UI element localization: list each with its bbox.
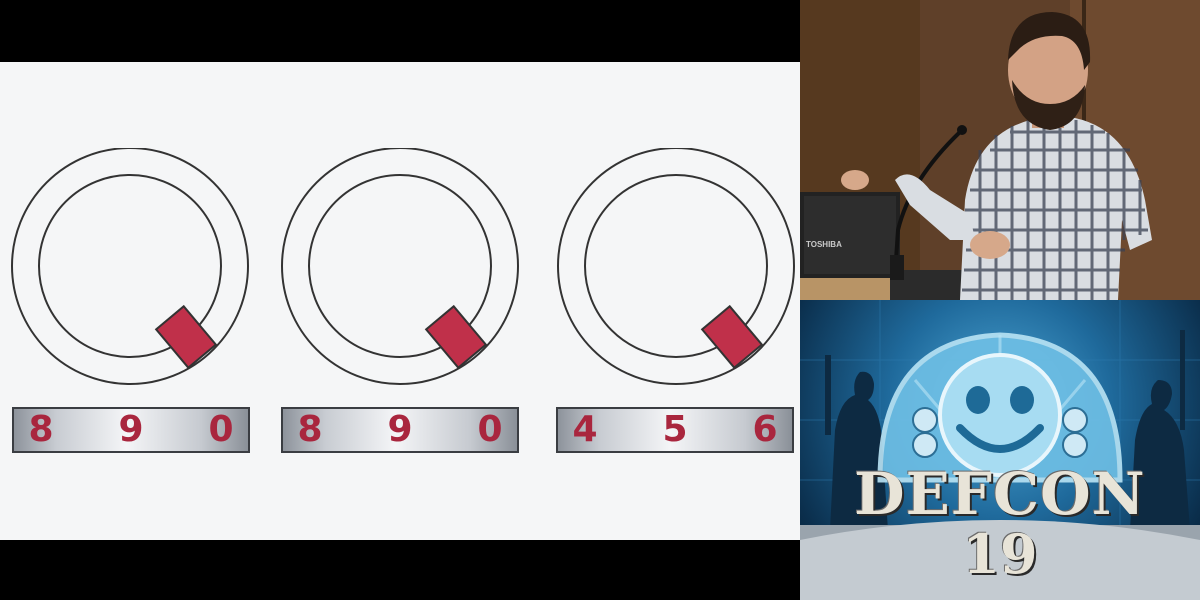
digit: 9 [387,409,413,450]
digit: 0 [477,409,503,450]
defcon-logo-panel: DEFCON 19 [800,300,1200,600]
speaker-video: TOSHIBA [800,0,1200,300]
digit: 4 [572,409,598,450]
speaker-figure [841,12,1152,300]
slide-pane [0,62,800,540]
digit: 8 [28,409,54,450]
speaker-scene: TOSHIBA [800,0,1200,300]
digit: 9 [118,409,144,450]
digit: 6 [752,409,778,450]
dial-ring-icon [11,148,249,385]
silhouette-figures [825,330,1190,530]
digit: 5 [662,409,688,450]
defcon-logo-icon [800,300,1200,600]
logo-word: DEFCON [854,460,1146,528]
dial-2 [280,148,520,388]
dial-ring-icon [281,148,519,385]
dial-3-counter: 4 5 6 [556,407,794,453]
logo-number: 19 [962,522,1038,586]
slide [0,62,800,540]
laptop-brand: TOSHIBA [806,240,842,249]
dial-3 [556,148,796,388]
dial-1-counter: 8 9 0 [12,407,250,453]
dial-2-counter: 8 9 0 [281,407,519,453]
laptop-icon [800,192,900,280]
dial-ring-icon [557,148,795,385]
digit: 8 [297,409,323,450]
digit: 0 [208,409,234,450]
dial-1 [10,148,250,388]
